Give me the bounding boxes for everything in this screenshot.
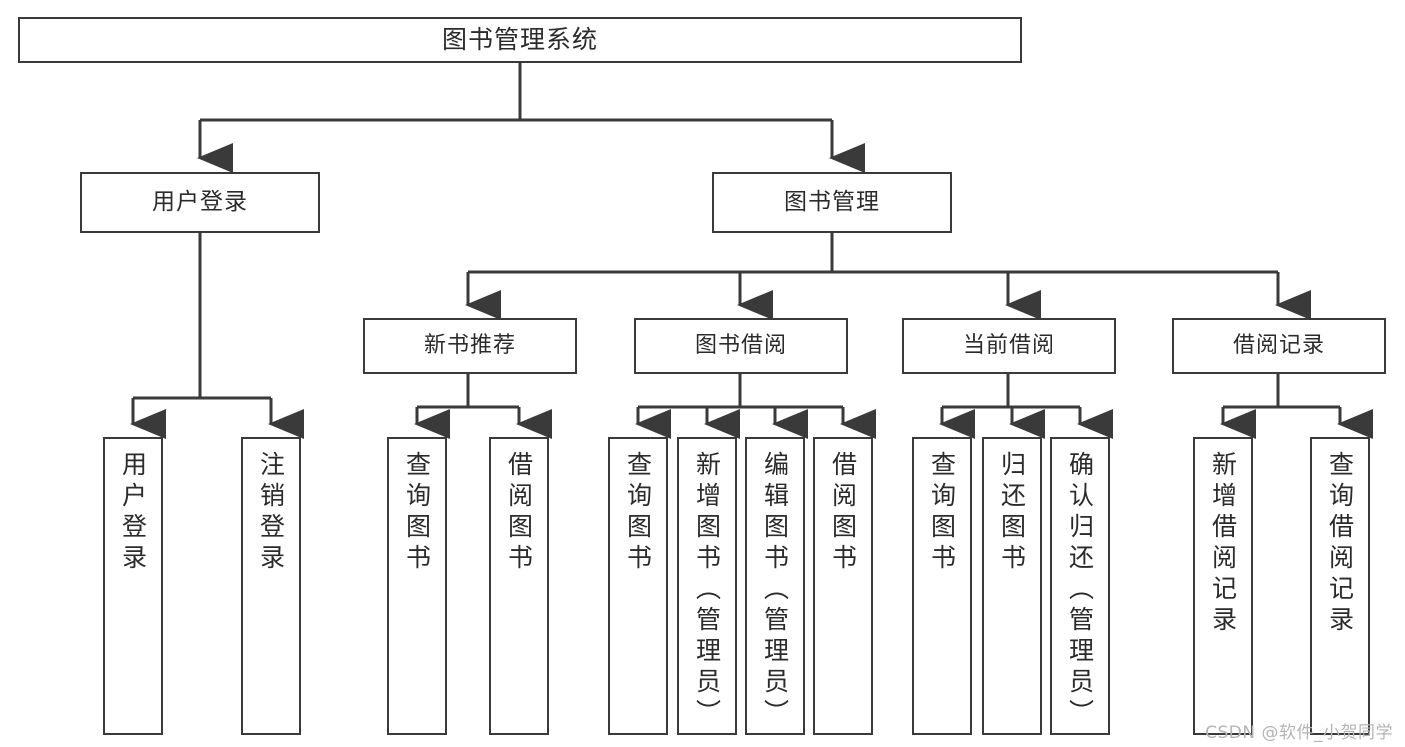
node-current-borrow-label: 当前借阅 xyxy=(962,332,1055,358)
node-leaf-query-book-new[interactable]: 查询图书 xyxy=(387,437,447,735)
node-book-manage-label: 图书管理 xyxy=(784,188,880,215)
node-leaf-query-book-borrow[interactable]: 查询图书 xyxy=(608,437,668,735)
node-leaf-edit-book-label: 编辑图书（管理员） xyxy=(760,451,790,730)
node-leaf-add-borrow-record-label: 新增借阅记录 xyxy=(1208,451,1238,637)
node-leaf-user-login-label: 用户登录 xyxy=(118,451,148,575)
node-leaf-query-book-new-label: 查询图书 xyxy=(402,451,432,575)
node-book-manage[interactable]: 图书管理 xyxy=(712,172,952,233)
node-leaf-add-book-label: 新增图书（管理员） xyxy=(692,451,722,730)
node-leaf-user-login[interactable]: 用户登录 xyxy=(103,437,163,735)
node-leaf-add-book[interactable]: 新增图书（管理员） xyxy=(677,437,737,735)
node-leaf-query-book-current-label: 查询图书 xyxy=(927,451,957,575)
node-leaf-return-book-label: 归还图书 xyxy=(997,451,1027,575)
node-leaf-query-book-borrow-label: 查询图书 xyxy=(623,451,653,575)
node-leaf-borrow-book-new-label: 借阅图书 xyxy=(504,451,534,575)
node-user-login[interactable]: 用户登录 xyxy=(80,172,320,233)
node-leaf-logout-label: 注销登录 xyxy=(256,451,286,575)
node-leaf-query-borrow-record[interactable]: 查询借阅记录 xyxy=(1310,437,1370,735)
node-leaf-confirm-return-label: 确认归还（管理员） xyxy=(1065,451,1095,730)
node-borrow-record[interactable]: 借阅记录 xyxy=(1172,318,1386,374)
node-root-label: 图书管理系统 xyxy=(441,25,598,54)
node-new-book-recommend[interactable]: 新书推荐 xyxy=(363,318,577,374)
node-leaf-logout[interactable]: 注销登录 xyxy=(241,437,301,735)
node-book-borrow-label: 图书借阅 xyxy=(694,332,787,358)
node-leaf-confirm-return[interactable]: 确认归还（管理员） xyxy=(1050,437,1110,735)
node-leaf-add-borrow-record[interactable]: 新增借阅记录 xyxy=(1193,437,1253,735)
node-borrow-record-label: 借阅记录 xyxy=(1232,332,1325,358)
watermark: CSDN @软件_小贺同学 xyxy=(1205,723,1393,743)
node-book-borrow[interactable]: 图书借阅 xyxy=(634,318,848,374)
node-leaf-borrow-book[interactable]: 借阅图书 xyxy=(813,437,873,735)
node-user-login-label: 用户登录 xyxy=(152,188,248,215)
node-leaf-borrow-book-new[interactable]: 借阅图书 xyxy=(489,437,549,735)
node-leaf-borrow-book-label: 借阅图书 xyxy=(828,451,858,575)
node-root[interactable]: 图书管理系统 xyxy=(18,17,1022,63)
node-leaf-edit-book[interactable]: 编辑图书（管理员） xyxy=(745,437,805,735)
node-new-book-recommend-label: 新书推荐 xyxy=(423,332,516,358)
node-current-borrow[interactable]: 当前借阅 xyxy=(902,318,1116,374)
node-leaf-return-book[interactable]: 归还图书 xyxy=(982,437,1042,735)
node-leaf-query-borrow-record-label: 查询借阅记录 xyxy=(1325,451,1355,637)
node-leaf-query-book-current[interactable]: 查询图书 xyxy=(912,437,972,735)
